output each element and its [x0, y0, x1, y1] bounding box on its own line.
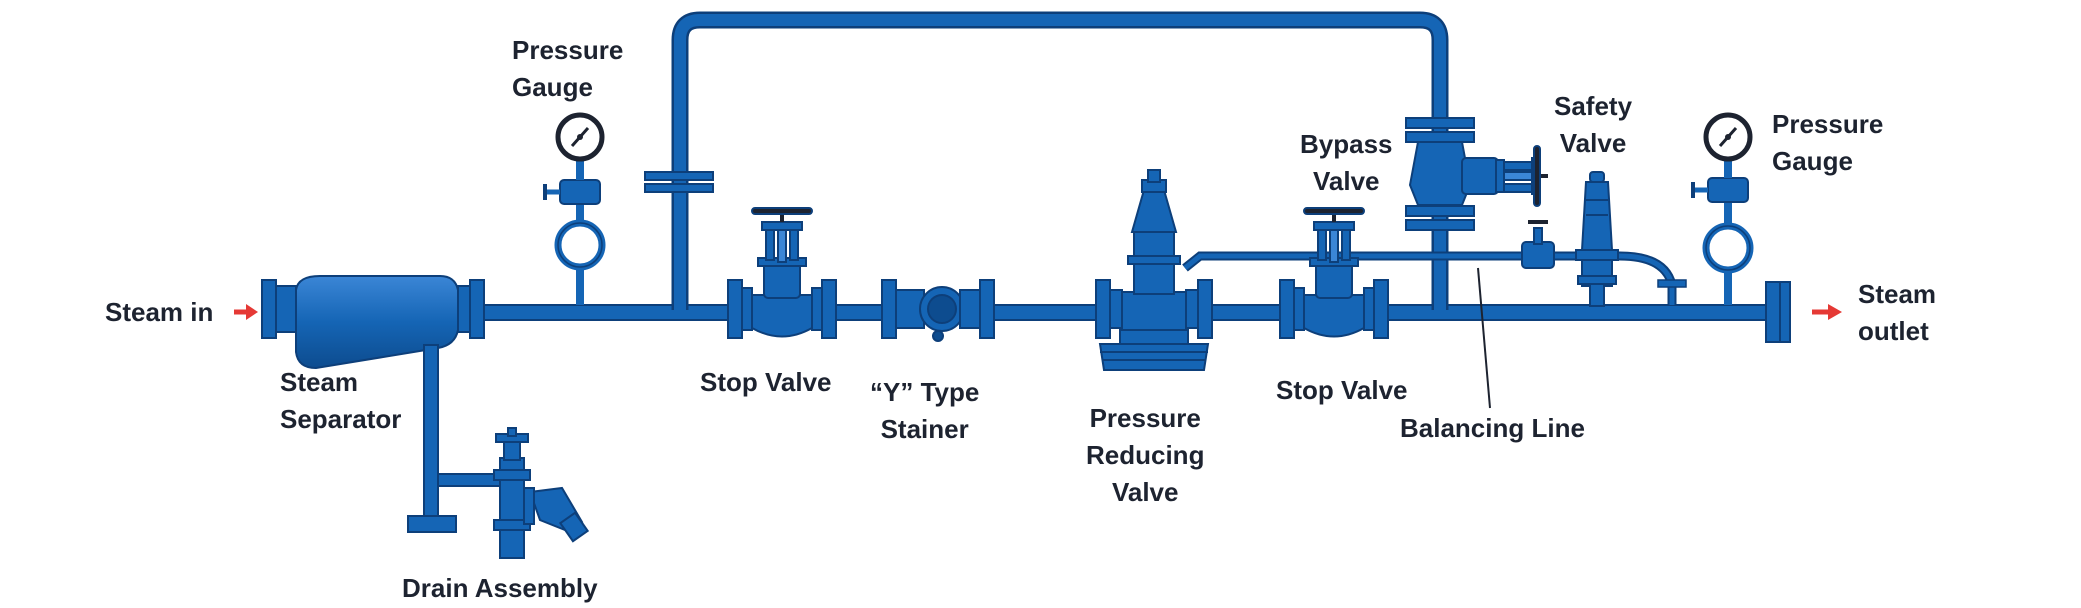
label-steam-separator: Steam Separator — [280, 367, 402, 434]
label-bypass-valve: Bypass Valve — [1300, 129, 1393, 196]
label-pressure-reducing-valve: Pressure Reducing Valve — [1086, 403, 1205, 507]
flow-arrow-icon — [234, 304, 258, 320]
label-drain-assembly: Drain Assembly — [402, 573, 598, 603]
drain-assembly — [493, 427, 590, 559]
flow-arrow-icon — [1812, 304, 1842, 320]
bypass-flange — [644, 171, 714, 193]
label-pressure-gauge-left: Pressure Gauge — [512, 35, 624, 102]
label-safety-valve: Safety Valve — [1554, 91, 1633, 158]
bypass-valve — [1405, 117, 1548, 231]
balancing-line-pointer — [1477, 267, 1491, 409]
y-strainer — [881, 279, 995, 342]
globe-valve-icon — [1279, 207, 1389, 339]
pressure-gauge-icon — [543, 112, 606, 305]
label-steam-in: Steam in — [105, 297, 214, 327]
outlet-flange — [1765, 281, 1791, 343]
label-stop-valve-1: Stop Valve — [700, 367, 832, 397]
balancing-valve — [1521, 220, 1555, 269]
label-balancing-line: Balancing Line — [1400, 413, 1585, 443]
safety-valve — [1575, 171, 1619, 307]
globe-valve-icon — [727, 207, 837, 339]
pressure-gauge-icon — [1691, 112, 1754, 305]
balancing-line — [1182, 251, 1687, 305]
bypass-line — [671, 11, 1449, 310]
pressure-reducing-valve — [1095, 169, 1213, 371]
label-stop-valve-2: Stop Valve — [1276, 375, 1408, 405]
label-pressure-gauge-right: Pressure Gauge — [1772, 109, 1884, 176]
steam-separator — [261, 275, 509, 533]
label-steam-outlet: Steam outlet — [1858, 279, 1937, 346]
label-y-strainer: “Y” Type Stainer — [870, 377, 980, 444]
